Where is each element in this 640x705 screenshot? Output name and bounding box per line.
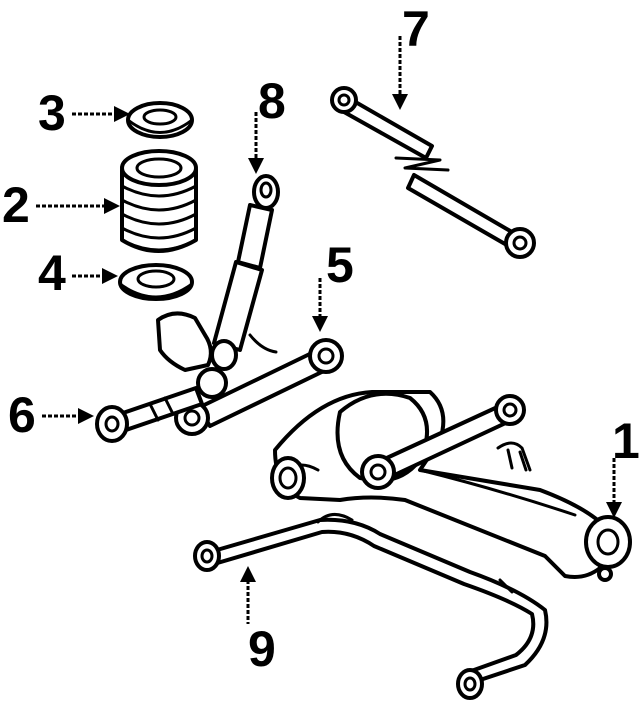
leader-arrows [36,36,622,624]
callout-7: 7 [402,1,430,57]
callout-5: 5 [326,237,354,293]
lower-spring-insulator [118,263,194,301]
lateral-rod [330,86,536,259]
shock-absorber [210,174,280,371]
stabilizer-bar [193,513,549,700]
callout-3: 3 [38,85,66,141]
callout-8: 8 [258,73,286,129]
frame-bracket [156,311,278,372]
trailing-link [360,394,526,490]
callout-6: 6 [8,387,36,443]
axle-housing [270,390,632,582]
callout-labels: 1 2 3 4 5 6 7 8 9 [2,1,640,677]
upper-spring-insulator [126,101,194,139]
callout-2: 2 [2,177,30,233]
callout-9: 9 [248,621,276,677]
coil-spring [120,149,198,253]
lower-control-arm [95,386,204,443]
callout-1: 1 [612,413,640,469]
callout-4: 4 [38,245,66,301]
